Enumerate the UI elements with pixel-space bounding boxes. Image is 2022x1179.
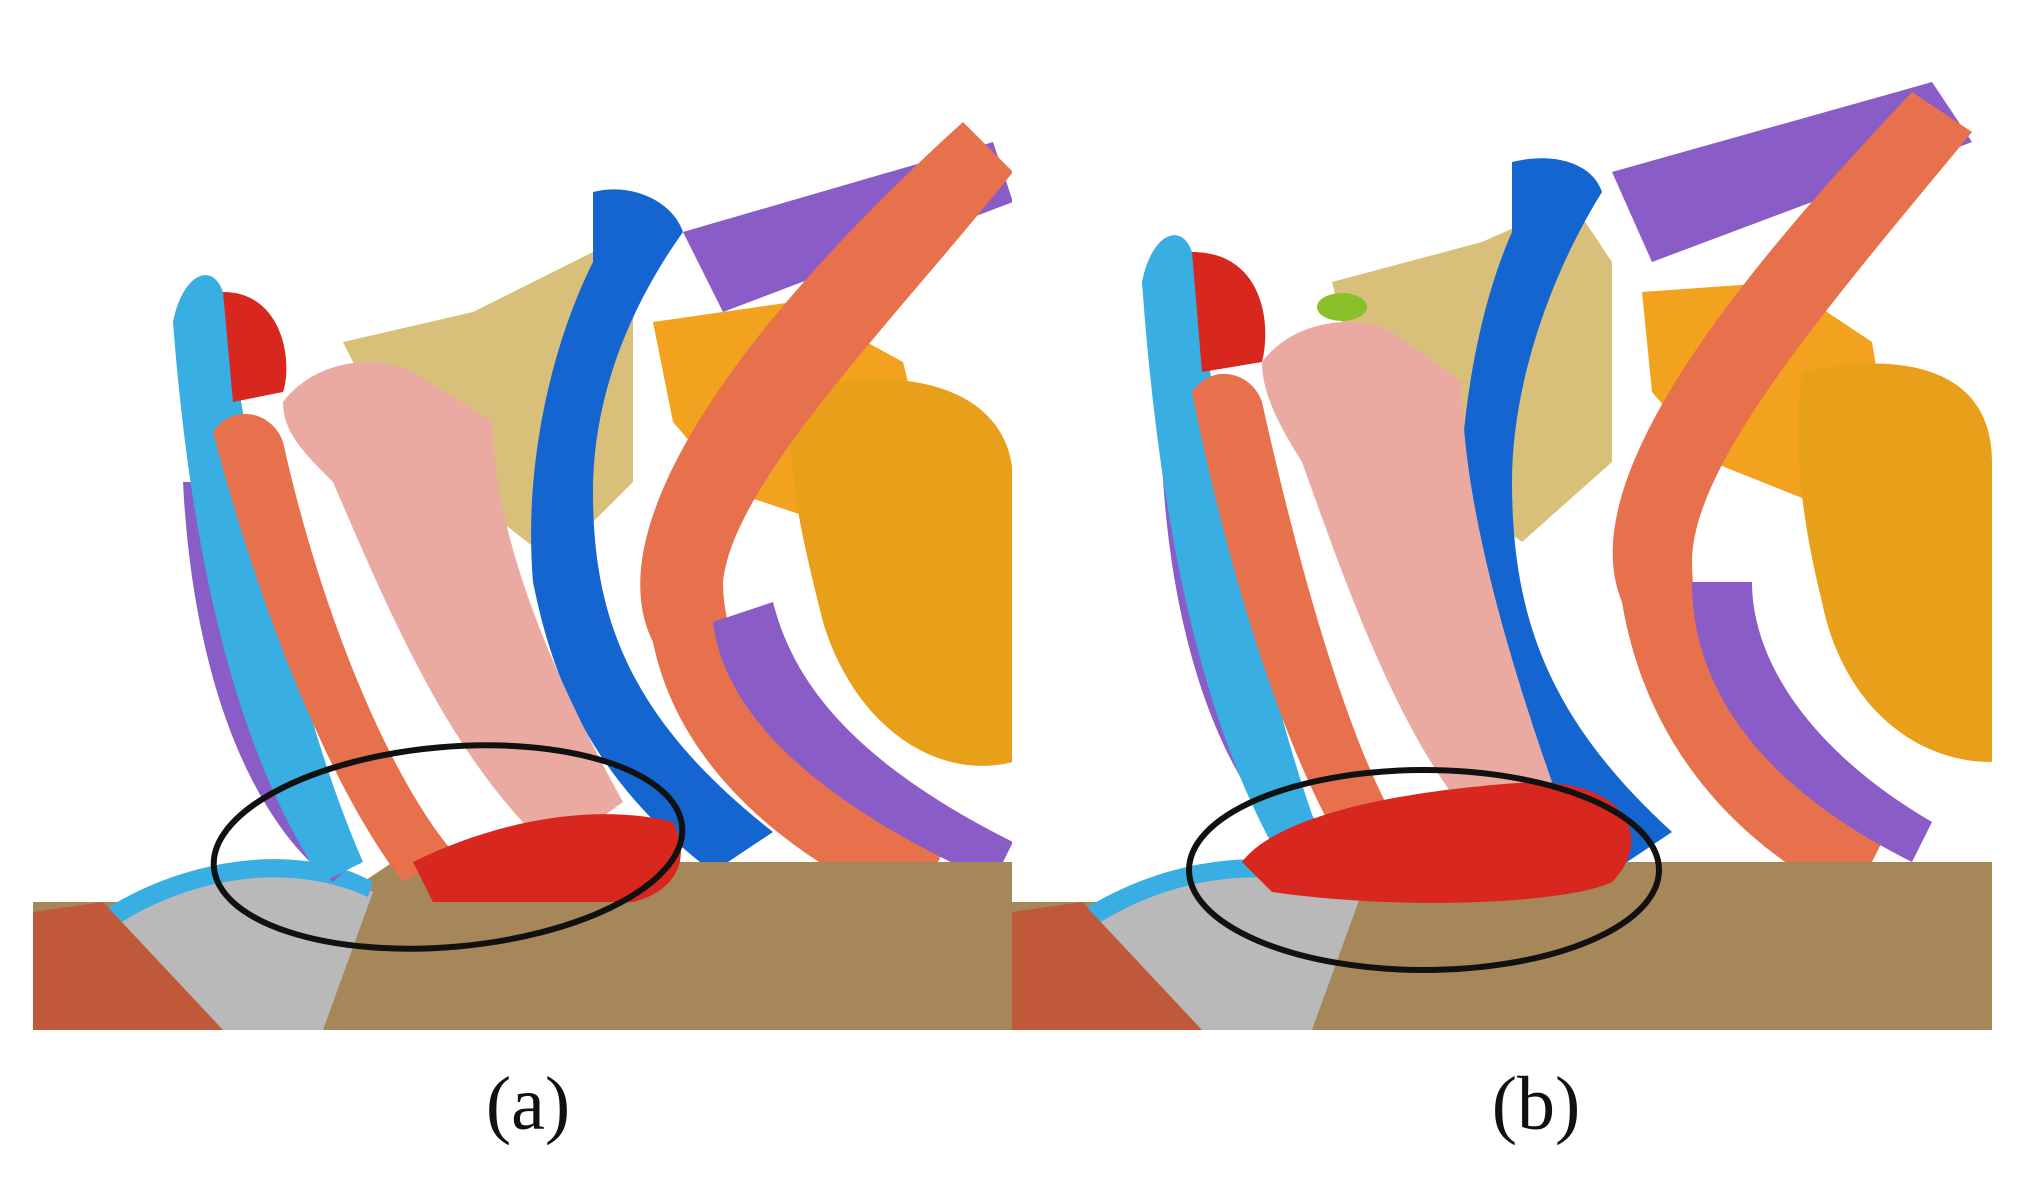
caption-b: (b) — [1491, 1062, 1581, 1146]
red-cap — [223, 292, 287, 402]
salmon-tube-right — [1612, 92, 1972, 902]
dark-blue-tube — [531, 189, 773, 873]
panel-b-image — [1012, 62, 1992, 1030]
panel-a-image — [33, 62, 1013, 1030]
panel-a-render — [33, 62, 1013, 1030]
brown-block — [1012, 902, 1202, 1030]
purple-curve-lower — [713, 602, 1013, 882]
orange-organ-lower — [790, 379, 1013, 766]
orange-organ-lower — [1798, 363, 1992, 762]
caption-a: (a) — [485, 1062, 571, 1146]
green-bit — [1317, 293, 1367, 321]
panel-b-render — [1012, 62, 1992, 1030]
salmon-tube-left — [213, 413, 453, 882]
purple-curve-lower — [1692, 582, 1932, 862]
salmon-tube-left — [1192, 373, 1402, 862]
highlight-ellipse-b — [1186, 767, 1662, 973]
highlight-ellipse-a — [210, 742, 686, 952]
red-contact-region — [413, 814, 681, 902]
pink-bone — [1262, 322, 1552, 832]
pink-bone — [283, 362, 623, 852]
red-contact-region — [1242, 782, 1632, 903]
salmon-tube-right — [640, 122, 1013, 912]
brown-block — [33, 902, 223, 1030]
red-cap — [1192, 252, 1266, 372]
